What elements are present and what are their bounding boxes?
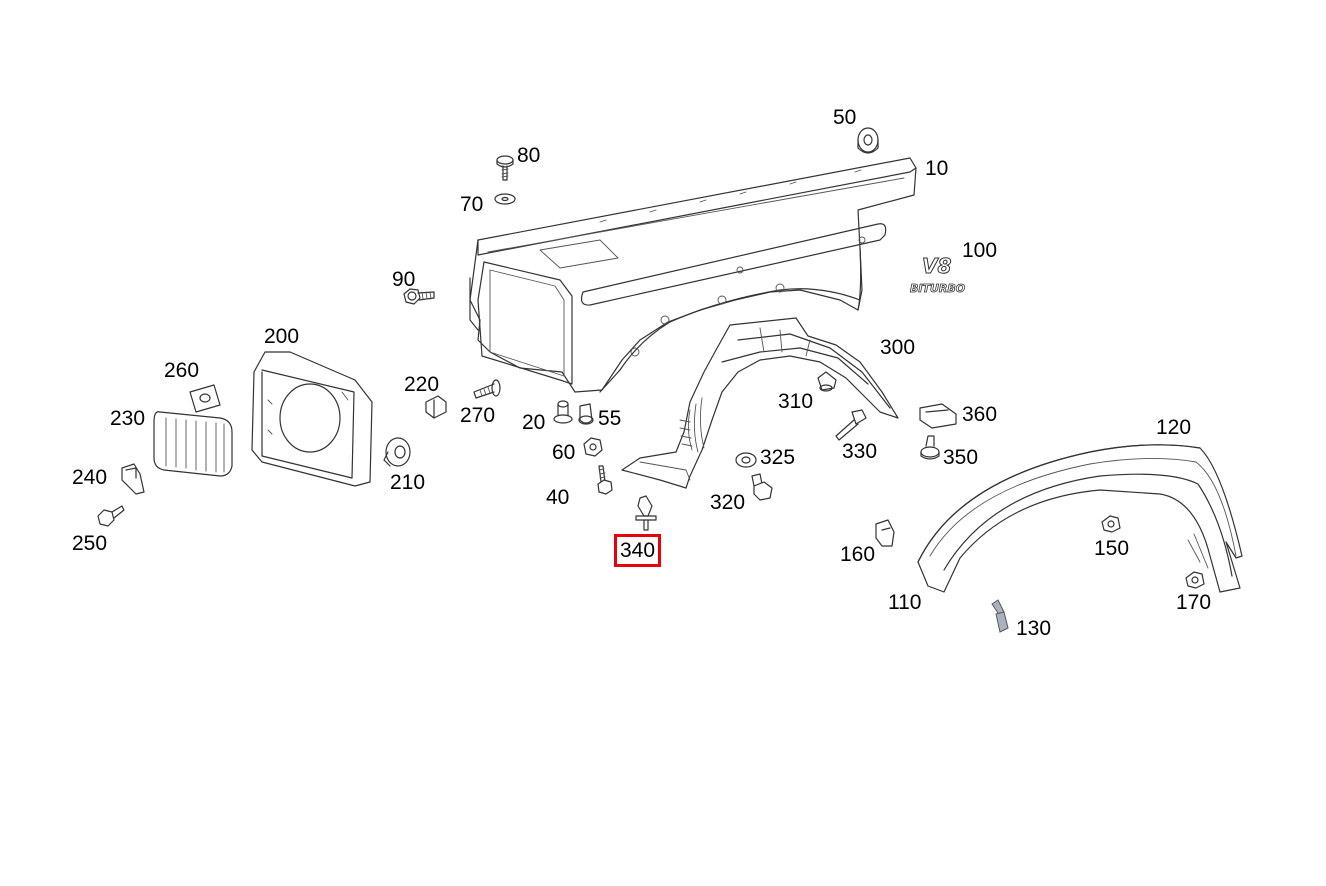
part-label-130[interactable]: 120 xyxy=(1156,416,1192,439)
part-160-clip[interactable] xyxy=(875,519,895,547)
part-20-rivet-nut[interactable] xyxy=(553,400,573,424)
part-325-washer[interactable] xyxy=(735,452,757,468)
part-label-360[interactable]: 360 xyxy=(962,403,998,426)
part-60-nut[interactable] xyxy=(583,437,603,457)
fender-panel[interactable] xyxy=(469,157,917,393)
part-label-20[interactable]: 20 xyxy=(522,411,546,434)
part-label-40[interactable]: 40 xyxy=(546,486,570,509)
part-label-260[interactable]: 260 xyxy=(164,359,200,382)
part-label-240[interactable]: 240 xyxy=(72,466,108,489)
part-350-screw[interactable] xyxy=(920,435,940,460)
badge-biturbo: BITURBO xyxy=(910,282,965,295)
part-label-350[interactable]: 350 xyxy=(943,446,979,469)
part-label-340[interactable]: 340 xyxy=(613,534,662,567)
part-label-70[interactable]: 70 xyxy=(460,193,484,216)
part-100-badge[interactable]: V8 BITURBO xyxy=(910,254,966,296)
part-80-screw[interactable] xyxy=(496,155,514,181)
part-label-310[interactable]: 310 xyxy=(778,390,814,413)
badge-v8: V8 xyxy=(922,254,951,278)
part-70-washer[interactable] xyxy=(494,193,516,205)
part-label-300[interactable]: 300 xyxy=(880,336,916,359)
part-label-80[interactable]: 80 xyxy=(517,144,541,167)
part-200-headlight-housing[interactable] xyxy=(251,351,373,487)
part-360-clip[interactable] xyxy=(919,403,957,429)
part-300-wheel-liner[interactable] xyxy=(621,317,899,489)
part-label-50[interactable]: 50 xyxy=(833,106,857,129)
part-250-screw[interactable] xyxy=(97,505,125,527)
part-label-200[interactable]: 200 xyxy=(264,325,300,348)
part-90-bolt[interactable] xyxy=(403,288,435,305)
part-55-grommet[interactable] xyxy=(578,403,594,425)
part-50-nut[interactable] xyxy=(857,127,879,154)
part-310-clip[interactable] xyxy=(817,371,837,392)
part-label-330[interactable]: 330 xyxy=(842,440,878,463)
part-320-bolt[interactable] xyxy=(751,473,773,501)
part-label-250[interactable]: 250 xyxy=(72,532,108,555)
part-label-270[interactable]: 270 xyxy=(460,404,496,427)
part-label-110[interactable]: 130 xyxy=(1016,617,1052,640)
part-270-pin[interactable] xyxy=(473,379,501,399)
part-150-nut[interactable] xyxy=(1101,515,1121,533)
part-label-90[interactable]: 90 xyxy=(392,268,416,291)
part-label-120[interactable]: 110 xyxy=(888,591,922,614)
part-240-clip[interactable] xyxy=(121,463,145,495)
part-label-230[interactable]: 230 xyxy=(110,407,146,430)
part-220-clip[interactable] xyxy=(425,395,447,419)
part-label-10[interactable]: 10 xyxy=(925,157,949,180)
part-label-220[interactable]: 220 xyxy=(404,373,440,396)
part-label-150[interactable]: 150 xyxy=(1094,537,1130,560)
part-label-210[interactable]: 210 xyxy=(390,471,426,494)
part-label-55[interactable]: 55 xyxy=(598,407,622,430)
part-130-wheel-flare[interactable] xyxy=(917,444,1243,593)
part-260-plate[interactable] xyxy=(189,384,221,413)
part-330-rivet[interactable] xyxy=(835,409,867,441)
part-230-grille[interactable] xyxy=(153,411,233,477)
part-340-clip[interactable] xyxy=(635,495,657,531)
part-label-60[interactable]: 60 xyxy=(552,441,576,464)
part-label-325[interactable]: 325 xyxy=(760,446,796,469)
part-label-160[interactable]: 160 xyxy=(840,543,876,566)
part-110-stud[interactable] xyxy=(991,599,1009,633)
part-210-grommet[interactable] xyxy=(383,437,411,467)
part-label-170[interactable]: 170 xyxy=(1176,591,1212,614)
part-40-bolt[interactable] xyxy=(597,465,613,495)
part-label-320[interactable]: 320 xyxy=(710,491,746,514)
part-label-100[interactable]: 100 xyxy=(962,239,998,262)
part-170-nut[interactable] xyxy=(1185,571,1205,589)
